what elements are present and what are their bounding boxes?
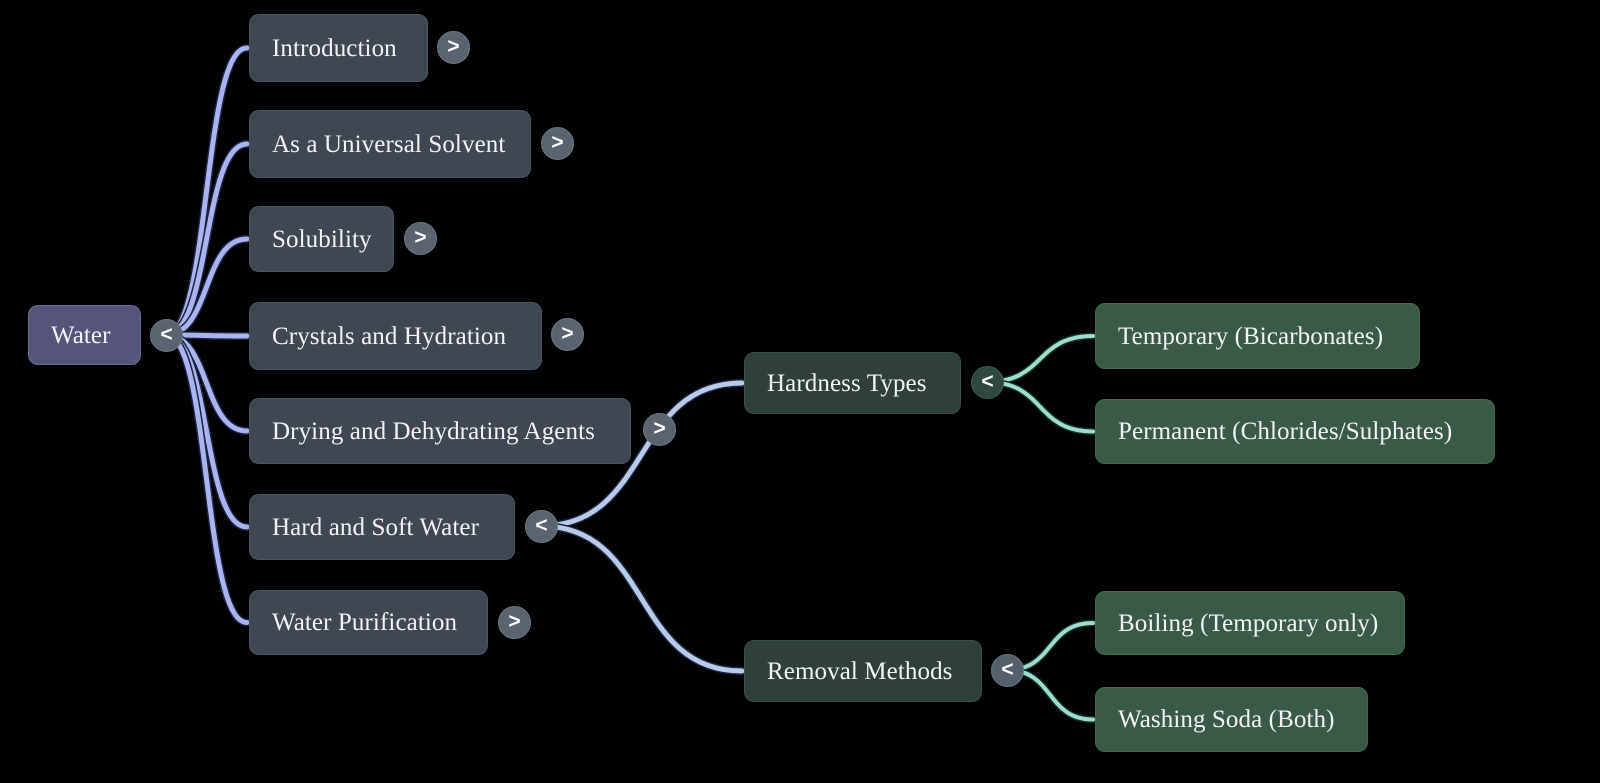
node-label: Permanent (Chlorides/Sulphates) bbox=[1118, 418, 1453, 445]
node-hardness-types[interactable]: Hardness Types bbox=[744, 352, 961, 414]
chevron-right-icon: > bbox=[551, 131, 564, 154]
expand-toggle-water-purification[interactable]: > bbox=[498, 606, 531, 639]
edge bbox=[163, 332, 250, 625]
node-label: Temporary (Bicarbonates) bbox=[1118, 322, 1384, 350]
expand-toggle-drying-dehydrating[interactable]: > bbox=[643, 413, 676, 446]
edge-outline bbox=[162, 331, 251, 627]
node-label: Hardness Types bbox=[767, 369, 927, 397]
node-universal-solvent[interactable]: As a Universal Solvent bbox=[249, 110, 531, 178]
edge bbox=[985, 334, 1095, 384]
node-water[interactable]: Water bbox=[28, 305, 141, 365]
chevron-right-icon: > bbox=[414, 226, 427, 249]
expand-toggle-solubility[interactable]: > bbox=[404, 222, 437, 255]
node-washing-soda-both[interactable]: Washing Soda (Both) bbox=[1095, 687, 1368, 752]
node-removal-methods[interactable]: Removal Methods bbox=[744, 640, 982, 702]
edge-outline bbox=[162, 331, 251, 531]
node-solubility[interactable]: Solubility bbox=[249, 206, 394, 272]
node-label: Water Purification bbox=[272, 609, 458, 636]
collapse-toggle-removal-methods[interactable]: < bbox=[991, 654, 1024, 687]
node-crystals-hydration[interactable]: Crystals and Hydration bbox=[249, 302, 542, 370]
node-label: Solubility bbox=[272, 225, 372, 253]
edge-outline bbox=[983, 378, 1097, 435]
collapse-toggle-water[interactable]: < bbox=[150, 319, 183, 352]
node-introduction[interactable]: Introduction bbox=[249, 14, 428, 82]
edge bbox=[163, 45, 250, 338]
edge-outline bbox=[162, 140, 251, 339]
edge-outline bbox=[983, 332, 1097, 386]
edge-outline bbox=[162, 44, 251, 339]
chevron-right-icon: > bbox=[447, 35, 460, 58]
expand-toggle-universal-solvent[interactable]: > bbox=[541, 127, 574, 160]
edge bbox=[163, 332, 250, 434]
expand-toggle-introduction[interactable]: > bbox=[437, 31, 470, 64]
chevron-right-icon: > bbox=[653, 417, 666, 440]
node-label: Crystals and Hydration bbox=[272, 322, 507, 350]
edge-outline bbox=[537, 522, 746, 675]
chevron-right-icon: > bbox=[508, 610, 521, 633]
collapse-toggle-hardness-types[interactable]: < bbox=[971, 366, 1004, 399]
chevron-left-icon: < bbox=[1001, 658, 1014, 681]
expand-toggle-crystals-hydration[interactable]: > bbox=[551, 318, 584, 351]
chevron-left-icon: < bbox=[535, 514, 548, 537]
edge bbox=[163, 236, 250, 338]
chevron-left-icon: < bbox=[160, 323, 173, 346]
collapse-toggle-hard-soft-water[interactable]: < bbox=[525, 510, 558, 543]
edge-outline bbox=[162, 235, 251, 339]
chevron-left-icon: < bbox=[981, 370, 994, 393]
node-water-purification[interactable]: Water Purification bbox=[249, 590, 488, 655]
node-hard-soft-water[interactable]: Hard and Soft Water bbox=[249, 494, 515, 560]
node-label: Water bbox=[51, 321, 111, 349]
node-label: As a Universal Solvent bbox=[272, 130, 506, 158]
edge bbox=[538, 523, 745, 674]
edge bbox=[163, 141, 250, 338]
chevron-right-icon: > bbox=[561, 322, 574, 345]
edge bbox=[163, 332, 250, 530]
node-drying-dehydrating[interactable]: Drying and Dehydrating Agents bbox=[249, 398, 631, 464]
node-permanent-chlorides-sulphates[interactable]: Permanent (Chlorides/Sulphates) bbox=[1095, 399, 1495, 464]
node-label: Washing Soda (Both) bbox=[1118, 706, 1335, 733]
node-label: Introduction bbox=[272, 34, 397, 62]
node-label: Hard and Soft Water bbox=[272, 513, 480, 541]
edge-outline bbox=[162, 331, 251, 435]
edge bbox=[985, 380, 1095, 434]
node-temporary-bicarbonates[interactable]: Temporary (Bicarbonates) bbox=[1095, 303, 1420, 369]
node-label: Removal Methods bbox=[767, 657, 953, 685]
node-label: Drying and Dehydrating Agents bbox=[272, 417, 595, 445]
node-boiling-temporary-only[interactable]: Boiling (Temporary only) bbox=[1095, 591, 1405, 655]
node-label: Boiling (Temporary only) bbox=[1118, 609, 1379, 637]
